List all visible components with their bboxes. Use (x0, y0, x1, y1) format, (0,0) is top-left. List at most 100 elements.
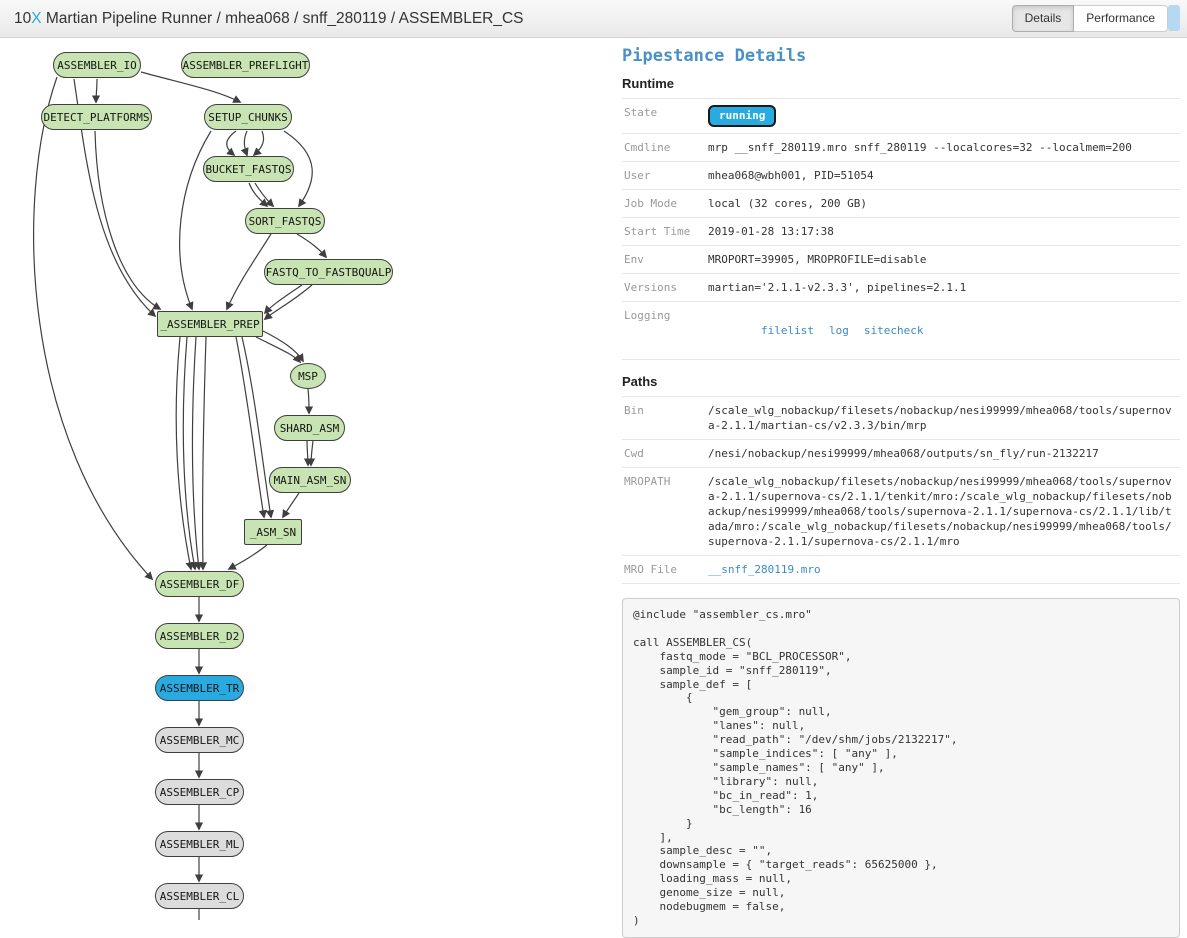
table-row-mropath: MROPATH /scale_wlg_nobackup/filesets/nob… (622, 468, 1180, 556)
sitecheck-link[interactable]: sitecheck (863, 324, 924, 337)
edge (94, 130, 162, 310)
table-row-job-mode: Job Mode local (32 cores, 200 GB) (622, 190, 1180, 218)
edge (241, 336, 275, 519)
stage-node-assembler-preflight[interactable]: ASSEMBLER_PREFLIGHT (181, 52, 310, 78)
edge (240, 130, 249, 157)
row-value: mrp __snff_280119.mro snff_280119 --loca… (708, 141, 1132, 154)
row-value: mhea068@wbh001, PID=51054 (708, 169, 874, 182)
edge (263, 284, 313, 321)
row-value: /scale_wlg_nobackup/filesets/nobackup/ne… (708, 475, 1172, 548)
stage-node-main-asm-sn[interactable]: MAIN_ASM_SN (269, 467, 351, 493)
stage-node-sort-fastqs[interactable]: SORT_FASTQS (245, 208, 325, 234)
table-row-logging: Logging filelist log sitecheck (622, 302, 1180, 360)
row-label: MRO File (624, 563, 677, 576)
table-row-state: State running (622, 99, 1180, 134)
edge (226, 130, 237, 157)
stage-node-assembler-cl[interactable]: ASSEMBLER_CL (155, 883, 244, 909)
edge (140, 71, 242, 103)
stage-node-assembler-ml[interactable]: ASSEMBLER_ML (155, 831, 244, 857)
edge (33, 76, 154, 581)
row-label: Bin (624, 404, 644, 417)
runtime-heading: Runtime (622, 76, 674, 91)
stage-node-assembler-tr[interactable]: ASSEMBLER_TR (155, 675, 244, 701)
table-row-start-time: Start Time 2019-01-28 13:17:38 (622, 218, 1180, 246)
edge (255, 336, 302, 364)
row-label: Env (624, 253, 644, 266)
log-link[interactable]: log (828, 324, 849, 337)
row-label: User (624, 169, 651, 182)
runtime-table: State running Cmdline mrp __snff_280119.… (622, 98, 1180, 360)
breadcrumb: 10X Martian Pipeline Runner / mhea068 / … (14, 0, 524, 38)
row-label: Cmdline (624, 141, 671, 154)
edge (263, 284, 303, 315)
clipped-button-fragment (1168, 5, 1180, 31)
performance-button[interactable]: Performance (1074, 5, 1168, 32)
edge (306, 440, 316, 467)
panel-title: Pipestance Details (622, 46, 807, 66)
edge (175, 336, 194, 571)
details-button[interactable]: Details (1011, 5, 1075, 32)
brand-x: X (31, 10, 42, 27)
table-row-user: User mhea068@wbh001, PID=51054 (622, 162, 1180, 190)
edge (235, 336, 268, 519)
stage-node-assembler-io[interactable]: ASSEMBLER_IO (53, 52, 141, 78)
stage-node-assembler-mc[interactable]: ASSEMBLER_MC (155, 727, 244, 753)
pipeline-graph: ASSEMBLER_IO ASSEMBLER_PREFLIGHT DETECT_… (33, 52, 393, 920)
edge (304, 388, 314, 415)
row-label: MROPATH (624, 475, 671, 488)
row-label: Logging (624, 309, 671, 322)
row-value: /scale_wlg_nobackup/filesets/nobackup/ne… (708, 404, 1172, 432)
edge (91, 78, 101, 104)
edge (198, 336, 208, 571)
edge (303, 440, 313, 467)
stage-node-assembler-d2[interactable]: ASSEMBLER_D2 (155, 623, 244, 649)
stage-node-msp[interactable]: MSP (290, 363, 326, 389)
stage-node-shard-asm[interactable]: SHARD_ASM (274, 415, 345, 441)
table-row-versions: Versions martian='2.1.1-v2.3.3', pipelin… (622, 274, 1180, 302)
table-row-cwd: Cwd /nesi/nobackup/nesi99999/mhea068/out… (622, 440, 1180, 468)
stage-node-fastq-to-fastbqualp[interactable]: FASTQ_TO_FASTBQUALP (264, 259, 393, 285)
status-badge[interactable]: running (708, 105, 777, 127)
edge (282, 492, 300, 519)
edge (248, 182, 269, 208)
pipeline-edges (33, 71, 328, 920)
brand-number: 10 (14, 10, 32, 27)
stage-node-bucket-fastqs[interactable]: BUCKET_FASTQS (203, 156, 294, 182)
stage-node-setup-chunks[interactable]: SETUP_CHUNKS (204, 104, 292, 130)
top-navigation-bar: 10X Martian Pipeline Runner / mhea068 / … (0, 0, 1187, 38)
filelist-link[interactable]: filelist (760, 324, 814, 337)
stage-node-assembler-df[interactable]: ASSEMBLER_DF (155, 571, 244, 597)
row-label: State (624, 106, 658, 119)
row-value: /nesi/nobackup/nesi99999/mhea068/outputs… (708, 447, 1099, 460)
row-label: Job Mode (624, 197, 677, 210)
mro-source-code: @include "assembler_cs.mro" call ASSEMBL… (622, 598, 1180, 938)
edge (283, 130, 313, 208)
row-label: Versions (624, 281, 677, 294)
edge (262, 330, 304, 363)
row-value: MROPORT=39905, MROPROFILE=disable (708, 253, 927, 266)
edge (179, 130, 212, 311)
table-row-bin: Bin /scale_wlg_nobackup/filesets/nobacku… (622, 397, 1180, 440)
paths-heading: Paths (622, 374, 658, 389)
edge (191, 336, 203, 571)
row-value: martian='2.1.1-v2.3.3', pipelines=2.1.1 (708, 281, 967, 294)
table-row-mro-file: MRO File __snff_280119.mro (622, 556, 1180, 584)
row-value: local (32 cores, 200 GB) (708, 197, 867, 210)
edge (182, 336, 198, 571)
table-row-cmdline: Cmdline mrp __snff_280119.mro snff_28011… (622, 134, 1180, 162)
row-value: 2019-01-28 13:17:38 (708, 225, 834, 238)
pipeline-node-asm-sn[interactable]: _ASM_SN (244, 519, 302, 545)
edge (225, 233, 272, 311)
view-toggle-group: Details Performance (1011, 5, 1168, 32)
stage-node-detect-platforms[interactable]: DETECT_PLATFORMS (41, 104, 152, 130)
edge (296, 233, 328, 259)
pipeline-node-assembler-prep[interactable]: _ASSEMBLER_PREP (157, 311, 263, 337)
edge (254, 182, 275, 208)
mro-file-link[interactable]: __snff_280119.mro (708, 563, 821, 576)
edge (252, 130, 265, 157)
pipestance-details-panel: Pipestance Details Runtime State running… (622, 46, 1180, 938)
stage-node-assembler-cp[interactable]: ASSEMBLER_CP (155, 779, 244, 805)
table-row-env: Env MROPORT=39905, MROPROFILE=disable (622, 246, 1180, 274)
edge (227, 544, 268, 570)
row-label: Cwd (624, 447, 644, 460)
